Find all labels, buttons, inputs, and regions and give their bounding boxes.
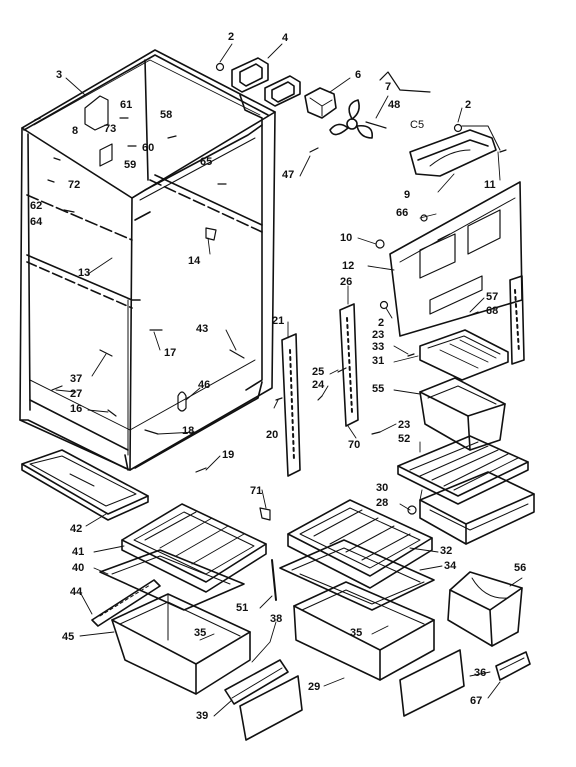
callout-9: 9 <box>404 189 411 201</box>
drip-tray <box>21 449 149 521</box>
shelf-rail-right <box>339 303 359 427</box>
callout-21: 21 <box>272 315 285 327</box>
callout-35: 35 <box>350 627 363 639</box>
callout-2: 2 <box>378 317 385 329</box>
callout-30: 30 <box>376 482 389 494</box>
callout-70: 70 <box>348 439 361 451</box>
callout-52: 52 <box>398 433 411 445</box>
callout-31: 31 <box>372 355 385 367</box>
crisper-cover-frame-right <box>279 539 435 611</box>
callout-34: 34 <box>444 560 457 572</box>
callout-35: 35 <box>194 627 207 639</box>
cabinet-liner <box>19 49 276 471</box>
callout-12: 12 <box>342 260 355 272</box>
callout-13: 13 <box>78 267 91 279</box>
callout-33: 33 <box>372 341 385 353</box>
callout-47: 47 <box>282 169 295 181</box>
crisper-face-left <box>239 675 303 741</box>
callout-48: 48 <box>388 99 401 111</box>
crisper-cover-frame-left <box>99 549 245 611</box>
callout-19: 19 <box>222 449 235 461</box>
fan-blade <box>329 99 387 139</box>
callout-7: 7 <box>385 81 392 93</box>
callout-14: 14 <box>188 255 201 267</box>
callout-3: 3 <box>56 69 63 81</box>
callout-66: 66 <box>396 207 409 219</box>
callout-39: 39 <box>196 710 209 722</box>
ice-bin <box>419 377 506 451</box>
callout-65: 65 <box>200 156 213 168</box>
crisper-face-right <box>399 649 465 717</box>
callout-64: 64 <box>30 216 43 228</box>
callout-59: 59 <box>124 159 137 171</box>
callout-58: 58 <box>160 109 173 121</box>
callout-41: 41 <box>72 546 85 558</box>
callout-28: 28 <box>376 497 389 509</box>
control-housing <box>231 57 301 107</box>
callout-18: 18 <box>182 425 195 437</box>
callout-4: 4 <box>282 32 289 44</box>
crisper-slide-left <box>91 579 161 627</box>
callout-51: 51 <box>236 602 249 614</box>
callout-44: 44 <box>70 586 83 598</box>
fan-motor <box>304 87 337 119</box>
callout-c5: C5 <box>410 119 425 131</box>
air-duct-cover <box>409 125 501 177</box>
callout-68: 68 <box>486 305 499 317</box>
callout-60: 60 <box>142 142 155 154</box>
callout-10: 10 <box>340 232 353 244</box>
door-bin <box>447 571 523 647</box>
small-hardware <box>47 62 507 601</box>
callout-67: 67 <box>470 695 483 707</box>
callout-56: 56 <box>514 562 527 574</box>
callout-62: 62 <box>30 200 43 212</box>
callout-61: 61 <box>120 99 133 111</box>
callout-55: 55 <box>372 383 385 395</box>
callout-2: 2 <box>465 99 472 111</box>
door-trim <box>495 651 531 681</box>
callout-43: 43 <box>196 323 209 335</box>
evaporator-cover <box>389 181 523 337</box>
callout-16: 16 <box>70 403 83 415</box>
ice-cube-tray <box>419 329 509 381</box>
callout-2: 2 <box>228 31 235 43</box>
callout-29: 29 <box>308 681 321 693</box>
callout-23: 23 <box>398 419 411 431</box>
crisper-drawer-right <box>293 581 435 681</box>
callout-38: 38 <box>270 613 283 625</box>
callout-20: 20 <box>266 429 279 441</box>
callout-23: 23 <box>372 329 385 341</box>
crisper-drawer-left <box>111 593 251 695</box>
callout-36: 36 <box>474 667 487 679</box>
callout-46: 46 <box>198 379 211 391</box>
door-rail <box>509 275 525 365</box>
callout-37: 37 <box>70 373 83 385</box>
wire-shelf <box>397 435 529 505</box>
callout-17: 17 <box>164 347 177 359</box>
callout-24: 24 <box>312 379 325 391</box>
shelf-rail-left <box>281 333 301 477</box>
callout-40: 40 <box>72 562 85 574</box>
callout-26: 26 <box>340 276 353 288</box>
callout-71: 71 <box>250 485 263 497</box>
callout-25: 25 <box>312 366 325 378</box>
callout-45: 45 <box>62 631 75 643</box>
leader-lines <box>55 43 523 717</box>
callout-42: 42 <box>70 523 83 535</box>
crisper-front-left <box>224 659 289 705</box>
callout-11: 11 <box>484 179 496 191</box>
callout-57: 57 <box>486 291 499 303</box>
callout-32: 32 <box>440 545 453 557</box>
glass-shelf-right <box>287 499 433 589</box>
callout-8: 8 <box>72 125 79 137</box>
glass-shelf-left <box>121 503 267 593</box>
callout-72: 72 <box>68 179 81 191</box>
shelf-frame-lower <box>419 471 535 545</box>
callout-27: 27 <box>70 388 83 400</box>
callout-6: 6 <box>355 69 362 81</box>
callout-73: 73 <box>104 123 117 135</box>
